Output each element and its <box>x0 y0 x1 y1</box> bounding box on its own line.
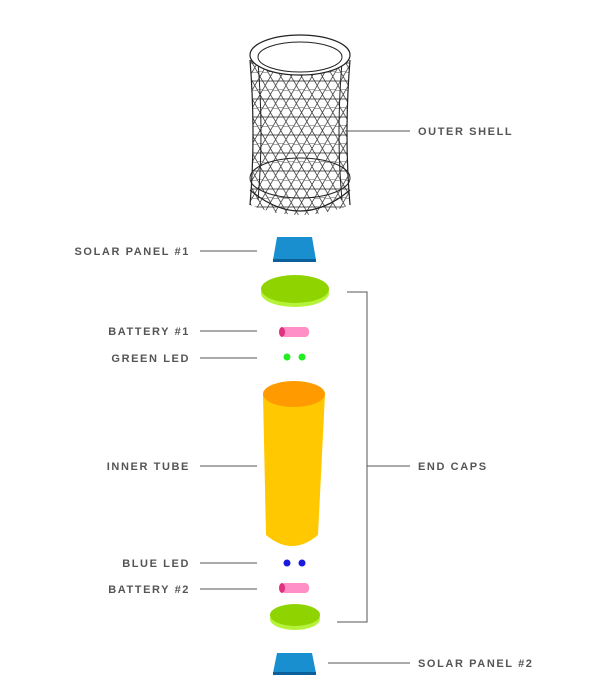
blue-led-label: BLUE LED <box>122 558 190 570</box>
solar-panel-1-icon <box>273 237 316 262</box>
battery-2-label: BATTERY #2 <box>108 584 190 596</box>
battery-2-icon <box>279 583 309 593</box>
battery-1-icon <box>279 327 309 337</box>
green-led-label: GREEN LED <box>111 353 190 365</box>
end-caps-bracket <box>337 291 368 623</box>
solar-panel-2-icon <box>273 653 316 675</box>
inner-tube-label: INNER TUBE <box>107 461 190 473</box>
end-cap-bottom-icon <box>270 604 320 630</box>
solar-panel-2-label: SOLAR PANEL #2 <box>418 658 534 670</box>
outer-shell <box>249 34 351 215</box>
green-led-icon <box>283 353 306 361</box>
end-caps-label: END CAPS <box>418 461 488 473</box>
solar-panel-1-label: SOLAR PANEL #1 <box>74 246 190 258</box>
outer-shell-label: OUTER SHELL <box>418 126 513 138</box>
battery-1-label: BATTERY #1 <box>108 326 190 338</box>
end-cap-top-icon <box>261 275 329 307</box>
inner-tube-icon <box>263 381 325 546</box>
blue-led-icon <box>283 559 306 567</box>
